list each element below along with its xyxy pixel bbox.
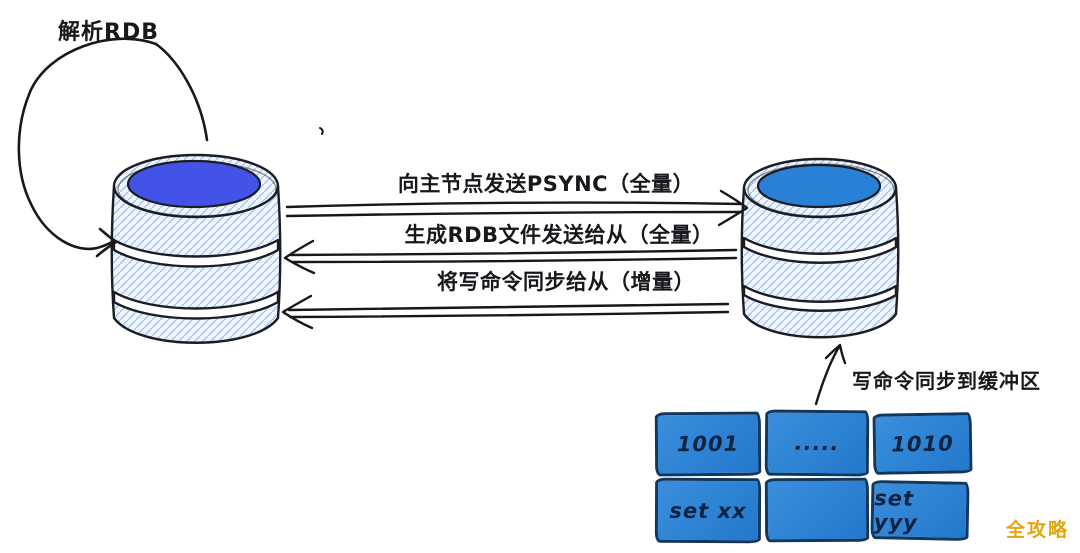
buffer-cell-offset-dots: ..... — [764, 409, 870, 477]
slave-db-icon — [110, 153, 282, 344]
master-db-band-gap-2 — [742, 284, 898, 312]
buffer-cell-command-2: set yyy — [870, 480, 970, 541]
buffer-cell-label: set xx — [669, 498, 747, 523]
buffer-cell-offset-1: 1001 — [654, 411, 762, 477]
buffer-cell-command-empty — [764, 477, 870, 543]
master-db-band-gap-1 — [742, 236, 898, 264]
watermark-text: 全攻略 — [1006, 519, 1070, 541]
arrowhead-right-icon — [95, 227, 118, 258]
message-sync-write-commands: 将写命令同步给从（增量） — [437, 270, 695, 294]
arrow-incremental-left-icon — [281, 294, 730, 330]
arrow-psync-right-icon — [285, 189, 749, 227]
buffer-cell-offset-2: 1010 — [872, 412, 973, 475]
buffer-cell-label: ..... — [794, 430, 840, 456]
slave-db-top — [126, 159, 262, 209]
pen-dot — [319, 127, 324, 135]
parse-rdb-label: 解析RDB — [58, 20, 159, 45]
arrowhead-left-icon — [283, 239, 316, 275]
master-db-top — [756, 163, 882, 209]
message-send-psync: 向主节点发送PSYNC（全量） — [397, 172, 695, 196]
parse-rdb-squiggle-arrow-icon — [17, 37, 209, 258]
message-send-rdb-file: 生成RDB文件发送给从（全量） — [404, 223, 714, 247]
buffer-cell-command-1: set xx — [654, 477, 762, 544]
arrowhead-left-icon — [281, 294, 314, 330]
buffer-cell-label: 1010 — [891, 431, 954, 456]
arrowhead-right-icon — [717, 189, 749, 227]
master-db-icon — [740, 157, 900, 339]
buffer-cell-label: set yyy — [873, 485, 919, 535]
slave-db-band-gap-2 — [112, 290, 280, 320]
buffer-pointer-arrow-icon — [814, 343, 847, 406]
arrowhead-up-icon — [824, 343, 847, 365]
buffer-cell-label: 1001 — [676, 431, 740, 457]
slave-db-band-gap-1 — [112, 238, 280, 268]
arrow-rdb-left-icon — [283, 239, 738, 275]
buffer-note-label: 写命令同步到缓冲区 — [852, 369, 1041, 393]
